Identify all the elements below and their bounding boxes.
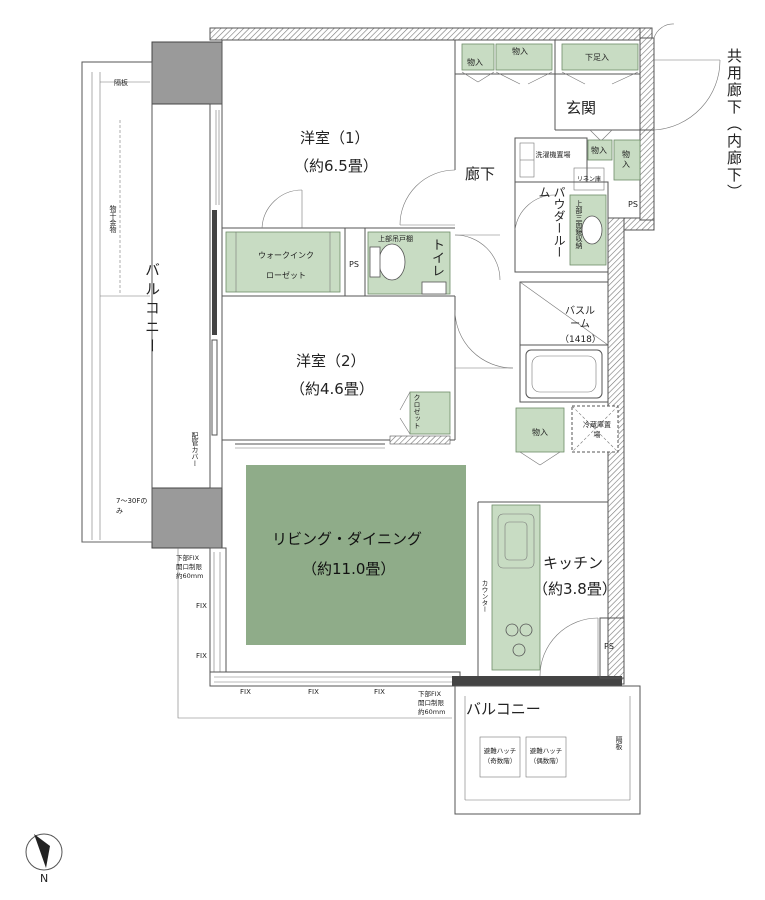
room-bath-name: バスルーム — [565, 306, 595, 330]
linen-label: リネン庫 — [577, 176, 602, 183]
room-kitchen-size: （約3.8畳） — [533, 580, 617, 598]
room-bath-size: （1418） — [560, 335, 601, 345]
room-entrance: 玄関 — [566, 99, 597, 117]
left-sash-2 — [211, 339, 218, 436]
north-label: N — [40, 872, 49, 885]
fix-label-5: FIX — [374, 688, 385, 696]
fridge-label: 冷蔵庫置場 — [583, 421, 611, 439]
walkin-closet-shelves — [225, 231, 341, 293]
pipe-bar-label: 配管カバー — [191, 432, 199, 467]
hatch-odd-label: 避難ハッチ（奇数階） — [483, 747, 517, 765]
room-kitchen-name: キッチン — [543, 554, 604, 572]
closet-label: クロゼット — [413, 394, 421, 429]
storage-label-1: 物入 — [467, 58, 483, 67]
ps-label-2: PS — [628, 200, 638, 209]
common-corridor-label: 共用廊下（内廊下） — [725, 48, 743, 201]
partition-label-1: 隔板 — [114, 79, 128, 87]
fix-label-2: FIX — [196, 652, 207, 660]
shoe-storage-label: 下足入 — [585, 53, 609, 62]
upper-cabinet-label: 上部吊戸棚 — [378, 235, 413, 243]
shoe-storage — [561, 43, 639, 71]
fix-label-3: FIX — [240, 688, 251, 696]
fix-label-4: FIX — [308, 688, 319, 696]
ps-label-1: PS — [349, 260, 359, 269]
balcony-bottom-outline — [454, 685, 641, 815]
closet-2 — [409, 391, 451, 435]
entrance-storage-label-2: 物入 — [622, 150, 630, 169]
room-western2-name: 洋室（2） — [296, 352, 366, 370]
column-bottom — [151, 487, 223, 549]
room-western1-size: （約6.5畳） — [294, 157, 378, 175]
hatch-odd — [479, 736, 521, 778]
entrance-storage-label-1: 物入 — [591, 146, 607, 155]
hatch-even — [525, 736, 567, 778]
room-western1-name: 洋室（1） — [300, 129, 370, 147]
left-sash-1 — [212, 210, 217, 335]
room-living-size: （約11.0畳） — [302, 560, 396, 578]
floor-note-label: 7～30Fのみ — [116, 497, 148, 515]
bathroom — [519, 281, 609, 403]
ps-kitchen — [599, 617, 625, 679]
bathtub — [525, 349, 603, 399]
room-toilet: トイレ — [429, 238, 444, 277]
storage-2 — [495, 43, 553, 71]
room-powder: パウダールーム — [537, 186, 566, 258]
fix-label-1: FIX — [196, 602, 207, 610]
room-living-name: リビング・ダイニング — [272, 530, 423, 548]
room-western2-size: （約4.6畳） — [290, 380, 374, 398]
storage-label-2: 物入 — [512, 47, 528, 56]
washer-label: 洗濯機置場 — [535, 151, 571, 159]
laundry-rack-label: 物干金物 — [109, 205, 117, 233]
room-hallway: 廊下 — [465, 165, 496, 183]
entrance-storage-2 — [613, 139, 641, 181]
hall-storage — [515, 407, 565, 453]
ps-label-3: PS — [604, 642, 614, 651]
lower-fix-note-left: 下部FIX 開口制限 約60mm — [176, 554, 204, 580]
hatch-even-label: 避難ハッチ（偶数階） — [529, 747, 563, 765]
balcony-side-label: バルコニー — [143, 262, 161, 357]
kitchen-counter — [491, 504, 541, 671]
upper-mirror-label: 上部三面鏡収納 — [575, 200, 583, 249]
right-wall-step — [623, 217, 655, 231]
balcony-bottom-label: バルコニー — [466, 700, 541, 718]
counter-label: カウンター — [480, 580, 488, 613]
hall-storage-label: 物入 — [532, 428, 548, 437]
walkin-closet-label: ウォークインクローゼット — [258, 251, 314, 280]
lower-fix-note-bottom: 下部FIX 開口制限 約60mm — [418, 690, 446, 716]
kitchen-bottom-wall — [452, 676, 622, 686]
storage-1 — [461, 43, 495, 71]
living-area-fill — [246, 465, 466, 645]
partition-label-2: 隔板 — [615, 736, 623, 750]
